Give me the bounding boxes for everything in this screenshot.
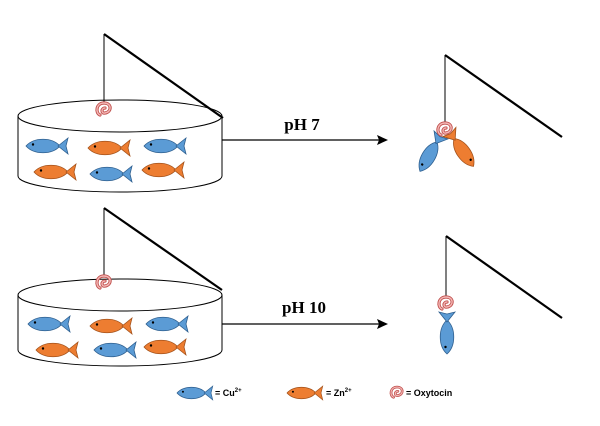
- row-ph10: pH 10: [17, 207, 563, 367]
- arrow-ph10: pH 10: [222, 298, 388, 329]
- legend-item-oxytocin: = Oxytocin: [389, 385, 452, 399]
- worm-icon: [436, 121, 453, 137]
- fishing-rod-ph7-right: [412, 54, 563, 176]
- blue-fish-icon: [438, 311, 456, 355]
- legend-label-oxytocin: = Oxytocin: [406, 388, 452, 398]
- fishing-rod-ph10-right: [437, 235, 563, 355]
- legend-label-cu: = Cu2+: [215, 388, 242, 398]
- legend: = Cu2+ = Zn2+ = Oxytocin: [176, 385, 452, 401]
- fishing-rod-ph7-left: [95, 33, 224, 119]
- legend-label-zn: = Zn2+: [326, 388, 352, 398]
- arrow-label-ph10: pH 10: [282, 298, 326, 317]
- orange-fish-icon: [286, 385, 324, 401]
- legend-item-zn: = Zn2+: [286, 385, 352, 401]
- tank-ph7: [17, 99, 223, 193]
- arrow-label-ph7: pH 7: [284, 115, 320, 134]
- worm-icon: [437, 295, 454, 311]
- legend-item-cu: = Cu2+: [176, 385, 242, 401]
- worm-icon: [389, 385, 404, 399]
- fishing-rod-ph10-left: [95, 207, 223, 291]
- row-ph7: pH 7: [17, 33, 563, 193]
- tank-ph10: [17, 278, 223, 367]
- arrow-ph7: pH 7: [222, 115, 388, 145]
- blue-fish-icon: [412, 130, 449, 176]
- blue-fish-icon: [176, 385, 214, 401]
